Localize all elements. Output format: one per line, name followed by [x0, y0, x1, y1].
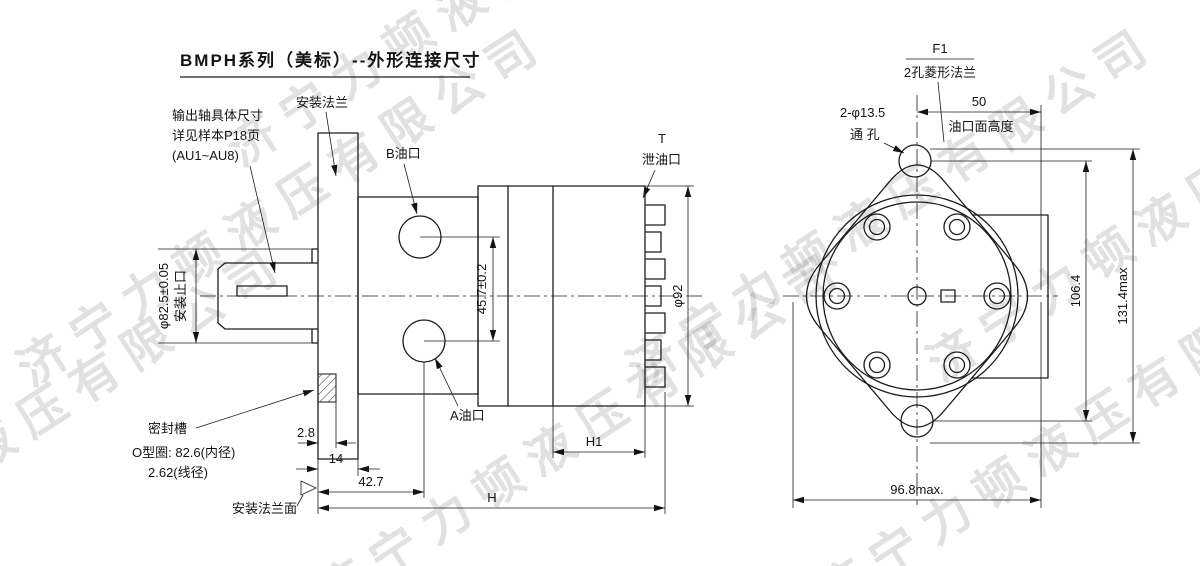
cover-bolts	[823, 213, 1011, 379]
seal-groove-label: 密封槽	[148, 421, 187, 436]
shaft-note-line3: (AU1~AU8)	[172, 148, 239, 163]
f1-label: F1	[932, 41, 947, 56]
leader-seal-groove	[195, 389, 315, 429]
dim-50: 50	[972, 94, 986, 109]
dim-overall-height: 131.4max	[1115, 267, 1130, 325]
port-face-height-label: 油口面高度	[948, 119, 1013, 134]
dim-bolt-spacing: 106.4	[1068, 275, 1083, 308]
front-view: F1 2孔菱形法兰 50 油口面高度 2-φ13.5 通 孔 106.4 131…	[783, 41, 1140, 508]
port-housing	[357, 196, 479, 395]
leader-shaft-note	[249, 165, 276, 274]
body-behind-flange	[972, 214, 1049, 379]
end-cover-bolts	[645, 204, 666, 388]
flange-face-label: 安装法兰面	[232, 501, 297, 516]
shaft-note-line1: 输出轴具体尺寸	[172, 108, 263, 123]
seal-groove-section	[317, 373, 337, 403]
dim-groove: 2.8	[297, 425, 315, 440]
center-hole	[907, 286, 927, 306]
leader-mounting-flange	[325, 111, 338, 177]
holes-type-label: 通 孔	[850, 127, 880, 142]
shaft-note-line2: 详见样本P18页	[172, 128, 260, 143]
shaft-keyway	[236, 285, 288, 297]
leader-holes	[883, 142, 905, 154]
flange-type-label: 2孔菱形法兰	[904, 65, 976, 80]
dim-h1: H1	[586, 434, 603, 449]
drain-t-label: T	[658, 131, 666, 146]
dim-overall-width: 96.8max.	[890, 482, 943, 497]
leader-port-b	[403, 163, 418, 215]
flange-face-datum-mark	[300, 480, 317, 496]
output-shaft-outline	[217, 262, 318, 330]
port-b-label: B油口	[386, 146, 421, 161]
port-a-label: A油口	[450, 408, 485, 423]
mounting-flange-label: 安装法兰	[296, 95, 348, 110]
dim-spigot-dia: φ82.5±0.05	[156, 263, 171, 329]
side-view: 45.7±0.2 φ92 φ82.5±0.05 安装止口 H1 H	[132, 95, 706, 516]
dim-body-dia: φ92	[670, 285, 685, 308]
dim-port-spacing: 45.7±0.2	[474, 264, 489, 315]
dim-port-face: 42.7	[358, 474, 383, 489]
body-outer-circle	[815, 194, 1019, 398]
mounting-hole-top	[898, 144, 932, 178]
oring-note-line2: 2.62(线径)	[148, 465, 208, 480]
motor-body	[477, 185, 646, 407]
leader-drain	[642, 169, 656, 199]
oring-note-line1: O型圈: 82.6(内径)	[132, 445, 235, 460]
leader-flange-face	[296, 494, 304, 507]
dim-h: H	[487, 490, 496, 505]
holes-dia-label: 2-φ13.5	[840, 105, 885, 120]
leader-port-a	[434, 357, 459, 407]
center-key-slot	[940, 289, 956, 303]
diamond-flange-outline	[806, 164, 1028, 428]
dim-flange-width: 14	[329, 451, 343, 466]
drain-label: 泄油口	[642, 152, 681, 167]
spigot-label: 安装止口	[173, 270, 188, 322]
body-inner-circle	[822, 201, 1012, 391]
drawing-title: BMPH系列（美标）--外形连接尺寸	[180, 50, 481, 70]
